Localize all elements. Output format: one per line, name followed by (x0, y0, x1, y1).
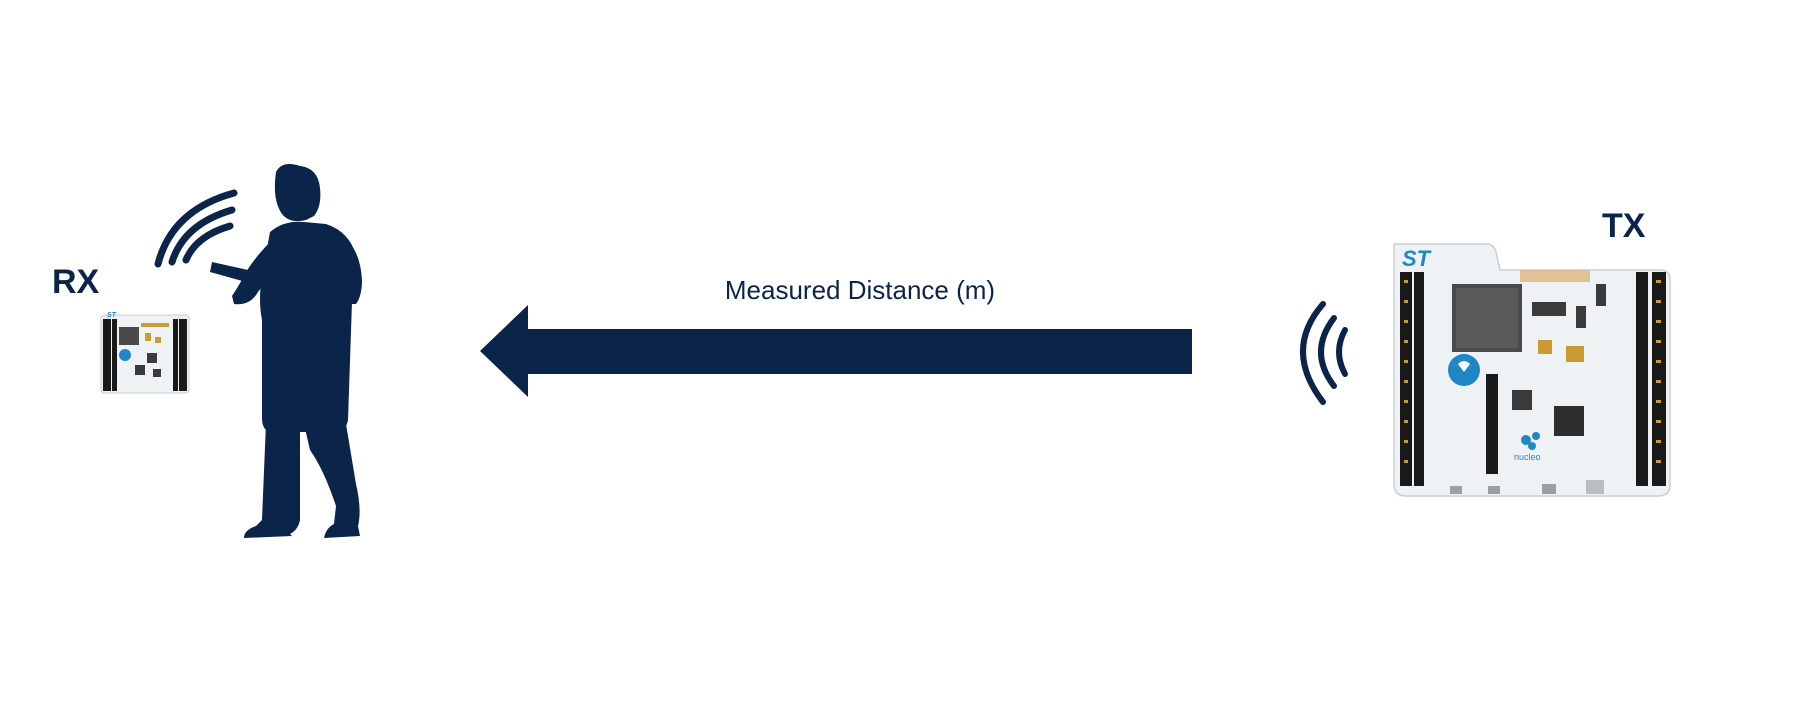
svg-text:ST: ST (1402, 246, 1432, 271)
tx-wireless-signal-icon (1300, 301, 1348, 405)
nucleo-brand-icon (1521, 432, 1540, 450)
tx-nucleo-board: ST nucleo (1393, 243, 1671, 497)
person-silhouette-icon (210, 164, 362, 538)
st-logo-icon: ST (1402, 246, 1432, 271)
left-arrow-icon (480, 305, 1192, 397)
measured-distance-label: Measured Distance (m) (724, 275, 996, 305)
tx-label: TX (1602, 207, 1646, 245)
rx-wireless-signal-icon (154, 189, 238, 268)
rx-board-st-logo: ST (107, 312, 117, 319)
rx-label: RX (52, 263, 100, 301)
rx-nucleo-board: ST (100, 312, 190, 394)
board-brand-label: nucleo (1514, 452, 1541, 462)
